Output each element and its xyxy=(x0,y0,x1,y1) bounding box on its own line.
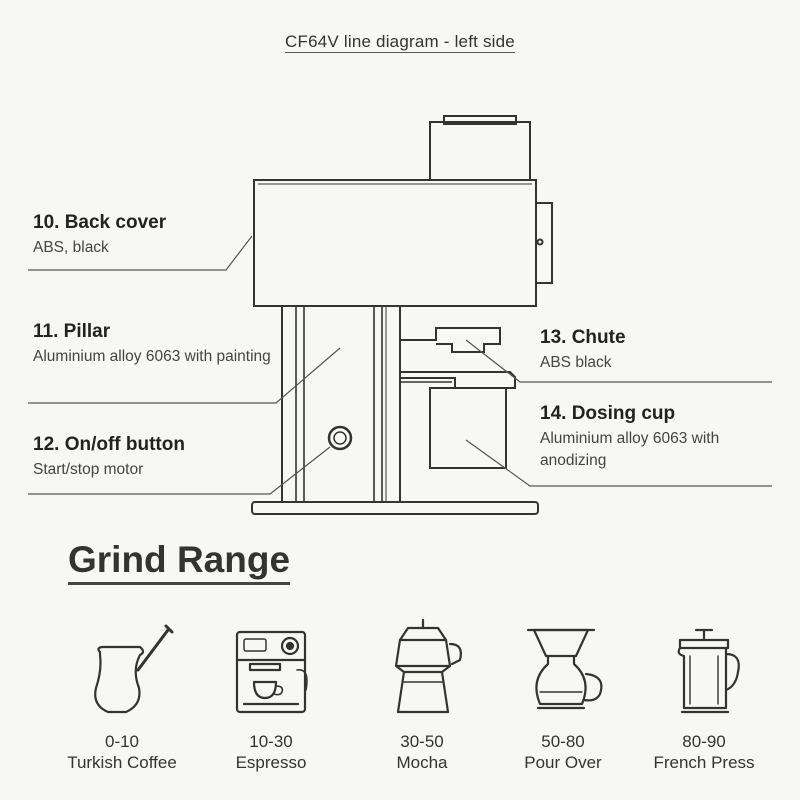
grind-range-value: 80-90 xyxy=(682,732,726,751)
part-title: 13. Chute xyxy=(540,327,626,348)
motor-housing-shape xyxy=(429,121,531,181)
part-description: Aluminium alloy 6063 with painting xyxy=(33,348,271,365)
base-shape xyxy=(251,501,539,515)
espresso-machine-icon xyxy=(235,630,308,714)
grind-method-name: Espresso xyxy=(235,753,307,772)
on-off-button-shape xyxy=(327,425,353,451)
back-cover-shape xyxy=(253,179,537,307)
part-label-chute: 13. Chute ABS black xyxy=(540,327,626,374)
part-title: 14. Dosing cup xyxy=(540,403,676,424)
part-label-back-cover: 10. Back cover ABS, black xyxy=(33,212,166,259)
part-label-on-off-button: 12. On/off button Start/stop motor xyxy=(33,434,185,481)
part-title: 12. On/off button xyxy=(33,434,185,455)
part-description: ABS, black xyxy=(33,239,109,256)
grind-range-value: 10-30 xyxy=(249,732,293,751)
cup-holder-shape xyxy=(400,371,516,389)
part-label-pillar: 11. Pillar Aluminium alloy 6063 with pai… xyxy=(33,321,273,368)
pour-over-icon xyxy=(526,628,603,710)
french-press-icon xyxy=(677,628,740,714)
grind-method-name: Pour Over xyxy=(524,753,602,772)
leader-line-pillar xyxy=(28,347,341,404)
leader-line-back-cover xyxy=(28,235,253,271)
diagram-title: CF64V line diagram - left side xyxy=(285,32,515,53)
grind-method-name: Turkish Coffee xyxy=(67,753,177,772)
turkish-coffee-pot-icon xyxy=(94,624,174,714)
leader-line-dosing-cup xyxy=(465,439,772,487)
hopper-lid-shape xyxy=(443,115,517,125)
leader-line-chute xyxy=(465,339,772,383)
grind-range-value: 30-50 xyxy=(400,732,444,751)
grind-item-mocha: 30-50 Mocha xyxy=(347,731,497,773)
part-description: ABS black xyxy=(540,354,612,371)
moka-pot-icon xyxy=(394,618,462,714)
chute-shape xyxy=(400,327,501,353)
side-knob-shape xyxy=(535,202,553,284)
part-title: 10. Back cover xyxy=(33,212,167,233)
dosing-cup-shape xyxy=(429,387,507,469)
leader-line-on-off xyxy=(28,446,331,495)
part-description: Aluminium alloy 6063 with anodizing xyxy=(540,430,720,469)
grind-item-turkish-coffee: 0-10 Turkish Coffee xyxy=(47,731,197,773)
grind-method-name: French Press xyxy=(653,753,755,772)
grind-method-name: Mocha xyxy=(396,753,448,772)
grind-item-espresso: 10-30 Espresso xyxy=(196,731,346,773)
part-label-dosing-cup: 14. Dosing cup Aluminium alloy 6063 with… xyxy=(540,403,785,472)
grind-range-heading: Grind Range xyxy=(68,538,291,585)
grind-range-value: 0-10 xyxy=(104,732,140,751)
grind-item-french-press: 80-90 French Press xyxy=(629,731,779,773)
grind-range-value: 50-80 xyxy=(541,732,585,751)
grind-item-pour-over: 50-80 Pour Over xyxy=(488,731,638,773)
part-title: 11. Pillar xyxy=(33,321,111,342)
part-description: Start/stop motor xyxy=(33,461,144,478)
